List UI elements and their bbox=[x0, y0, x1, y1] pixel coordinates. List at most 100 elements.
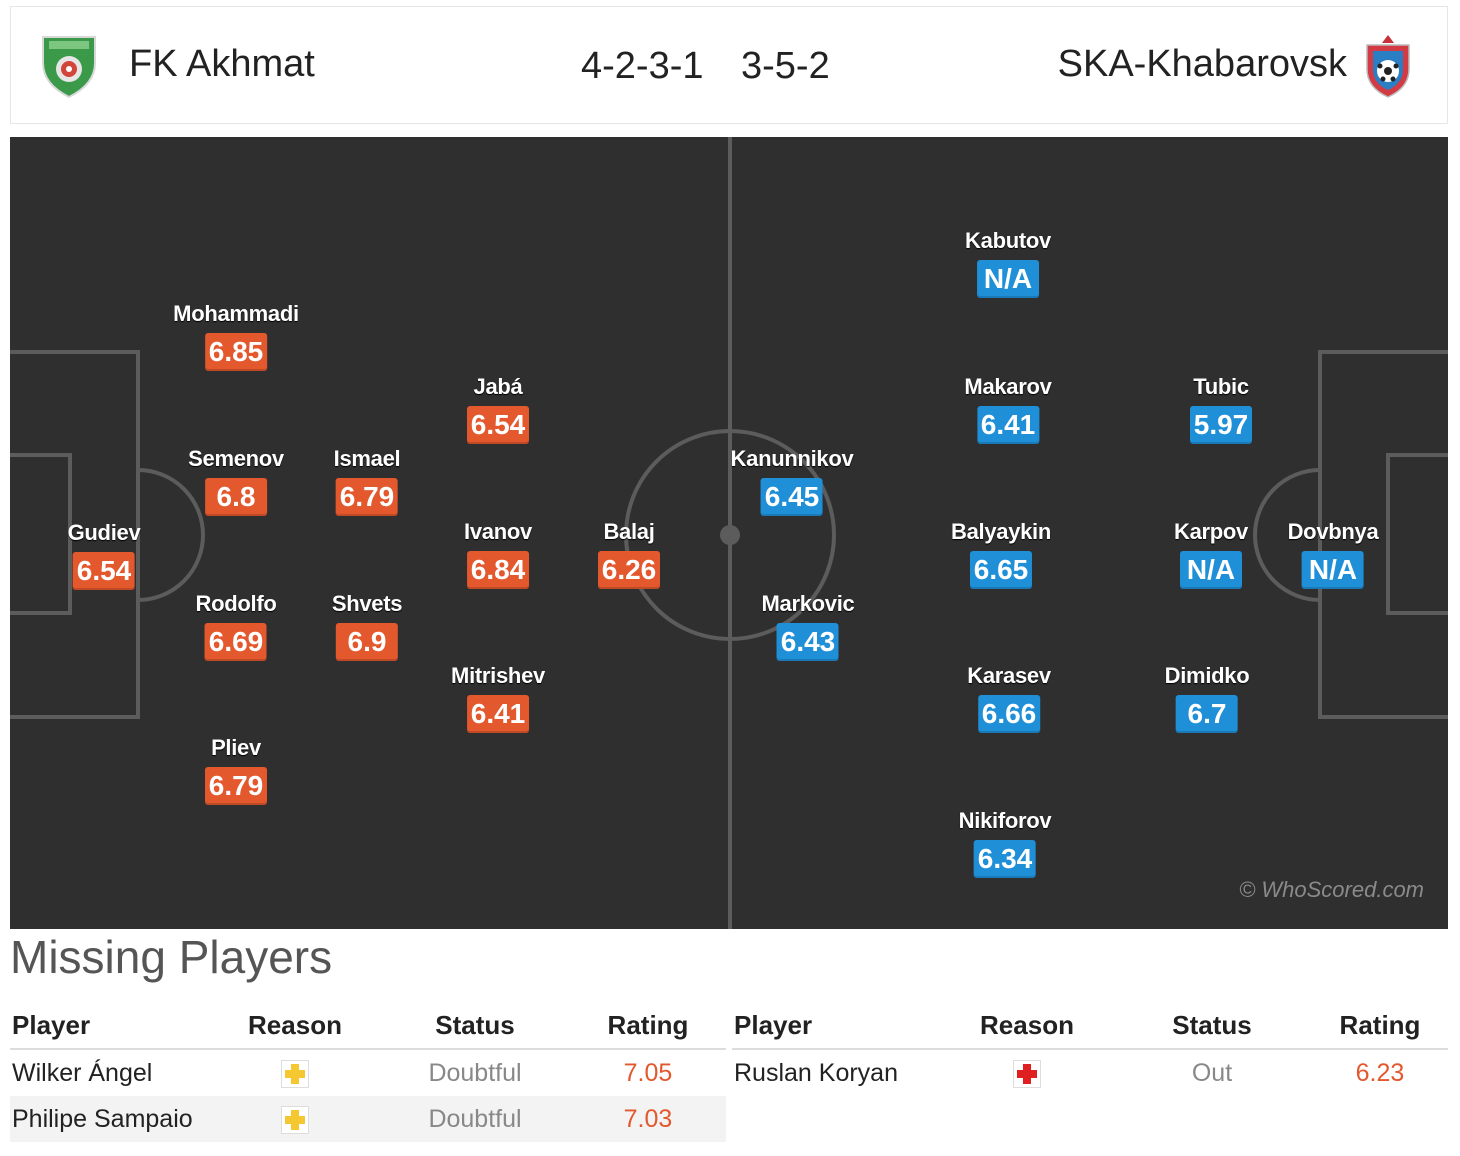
player-rating: 6.79 bbox=[205, 767, 267, 805]
missing-reason-cell bbox=[210, 1096, 380, 1142]
player-rating: 6.84 bbox=[467, 551, 529, 589]
home-missing-table: Player Reason Status Rating Wilker Ángel… bbox=[10, 1002, 726, 1142]
missing-status: Doubtful bbox=[428, 1058, 522, 1087]
table-row: Ruslan Koryan Out 6.23 bbox=[732, 1049, 1448, 1096]
player-name: Mohammadi bbox=[173, 301, 299, 326]
player-rating: 6.34 bbox=[974, 840, 1036, 878]
player-rating: 6.41 bbox=[466, 695, 529, 733]
player-name: Ivanov bbox=[464, 519, 532, 544]
table-row: Philipe Sampaio Doubtful 7.03 bbox=[10, 1096, 726, 1142]
injury-icon bbox=[1013, 1059, 1041, 1088]
player-rating: 6.54 bbox=[73, 552, 135, 590]
missing-rating: 7.05 bbox=[623, 1058, 673, 1087]
player-name: Balyaykin bbox=[950, 519, 1052, 544]
table-row: Wilker Ángel Doubtful 7.05 bbox=[10, 1049, 726, 1096]
lineup-pitch: Gudiev 6.54 Mohammadi 6.85 Semenov 6.8 R… bbox=[10, 137, 1448, 929]
player-ismael[interactable]: Ismael 6.79 bbox=[334, 446, 401, 516]
player-rating: 6.43 bbox=[776, 623, 839, 661]
home-team-name[interactable]: FK Akhmat bbox=[129, 43, 315, 85]
player-rating: 6.54 bbox=[467, 406, 529, 444]
player-rating: 6.69 bbox=[204, 623, 267, 661]
player-rating: 6.41 bbox=[976, 406, 1039, 444]
player-name: Kabutov bbox=[965, 228, 1051, 253]
player-name: Gudiev bbox=[67, 520, 141, 545]
player-rating: 5.97 bbox=[1190, 406, 1252, 444]
player-semenov[interactable]: Semenov 6.8 bbox=[188, 446, 284, 516]
player-rating: 6.7 bbox=[1176, 695, 1238, 733]
player-rating: N/A bbox=[977, 260, 1039, 298]
player-name: Semenov bbox=[188, 446, 284, 471]
player-dovbnya[interactable]: Dovbnya N/A bbox=[1288, 519, 1379, 589]
player-pliev[interactable]: Pliev 6.79 bbox=[205, 735, 267, 805]
player-rating: N/A bbox=[1180, 551, 1242, 589]
doubtful-icon bbox=[281, 1059, 309, 1088]
player-rating: 6.45 bbox=[761, 478, 823, 516]
player-rodolfo[interactable]: Rodolfo 6.69 bbox=[196, 591, 277, 661]
doubtful-icon bbox=[281, 1105, 309, 1134]
player-rating: N/A bbox=[1302, 551, 1364, 589]
away-team-name[interactable]: SKA-Khabarovsk bbox=[1057, 43, 1347, 85]
missing-player-name[interactable]: Philipe Sampaio bbox=[10, 1096, 210, 1142]
player-kabutov[interactable]: Kabutov N/A bbox=[965, 228, 1051, 298]
missing-players-title: Missing Players bbox=[10, 931, 333, 983]
player-name: Markovic bbox=[761, 591, 855, 616]
missing-rating: 7.03 bbox=[570, 1096, 726, 1142]
player-name: Balaj bbox=[603, 519, 655, 544]
player-rating: 6.85 bbox=[205, 333, 267, 371]
column-header-reason[interactable]: Reason bbox=[942, 1002, 1112, 1050]
column-header-reason[interactable]: Reason bbox=[210, 1002, 380, 1050]
column-header-status[interactable]: Status bbox=[1112, 1002, 1312, 1050]
player-gudiev[interactable]: Gudiev 6.54 bbox=[68, 520, 141, 590]
player-makarov[interactable]: Makarov 6.41 bbox=[964, 374, 1052, 444]
table-header-row: Player Reason Status Rating bbox=[732, 1002, 1448, 1050]
player-name: Ismael bbox=[333, 446, 401, 471]
column-header-rating[interactable]: Rating bbox=[1312, 1002, 1448, 1050]
player-dimidko[interactable]: Dimidko 6.7 bbox=[1165, 663, 1250, 733]
player-name: Rodolfo bbox=[195, 591, 277, 616]
player-tubic[interactable]: Tubic 5.97 bbox=[1190, 374, 1252, 444]
player-rating: 6.79 bbox=[335, 478, 398, 516]
missing-reason-cell bbox=[210, 1049, 380, 1096]
column-header-player[interactable]: Player bbox=[732, 1002, 942, 1050]
missing-rating: 6.23 bbox=[1355, 1058, 1405, 1087]
player-nikiforov[interactable]: Nikiforov 6.34 bbox=[959, 808, 1052, 878]
player-name: Jabá bbox=[473, 374, 523, 399]
column-header-status[interactable]: Status bbox=[380, 1002, 570, 1050]
player-name: Nikiforov bbox=[958, 808, 1052, 833]
player-shvets[interactable]: Shvets 6.9 bbox=[332, 591, 402, 661]
away-team-badge-icon[interactable] bbox=[1363, 33, 1413, 104]
player-name: Shvets bbox=[331, 591, 403, 616]
player-rating: 6.9 bbox=[335, 623, 398, 661]
player-name: Karpov bbox=[1174, 519, 1248, 544]
table-header-row: Player Reason Status Rating bbox=[10, 1002, 726, 1050]
match-header: FK Akhmat 4-2-3-1 3-5-2 SKA-Khabarovsk bbox=[10, 6, 1448, 124]
player-ivanov[interactable]: Ivanov 6.84 bbox=[464, 519, 532, 589]
whoscored-watermark: © WhoScored.com bbox=[1239, 877, 1424, 902]
home-team-badge-icon[interactable] bbox=[39, 33, 99, 104]
player-mitrishev[interactable]: Mitrishev 6.41 bbox=[451, 663, 545, 733]
player-name: Karasev bbox=[967, 663, 1051, 688]
pitch-markings bbox=[10, 137, 1448, 929]
player-kanunnikov[interactable]: Kanunnikov 6.45 bbox=[731, 446, 854, 516]
player-balaj[interactable]: Balaj 6.26 bbox=[598, 519, 660, 589]
player-name: Mitrishev bbox=[451, 663, 545, 688]
missing-status: Doubtful bbox=[380, 1096, 570, 1142]
player-karpov[interactable]: Karpov N/A bbox=[1174, 519, 1248, 589]
player-name: Dovbnya bbox=[1287, 519, 1379, 544]
player-mohammadi[interactable]: Mohammadi 6.85 bbox=[173, 301, 299, 371]
missing-player-name[interactable]: Ruslan Koryan bbox=[734, 1058, 898, 1087]
player-balyaykin[interactable]: Balyaykin 6.65 bbox=[951, 519, 1051, 589]
missing-player-name[interactable]: Wilker Ángel bbox=[12, 1058, 153, 1087]
player-name: Makarov bbox=[964, 374, 1052, 399]
column-header-player[interactable]: Player bbox=[10, 1002, 210, 1050]
home-formation: 4-2-3-1 bbox=[581, 45, 704, 87]
column-header-rating[interactable]: Rating bbox=[570, 1002, 726, 1050]
player-jaba[interactable]: Jabá 6.54 bbox=[467, 374, 529, 444]
away-missing-table: Player Reason Status Rating Ruslan Korya… bbox=[732, 1002, 1448, 1096]
player-name: Kanunnikov bbox=[730, 446, 854, 471]
player-rating: 6.66 bbox=[978, 695, 1040, 733]
player-markovic[interactable]: Markovic 6.43 bbox=[762, 591, 855, 661]
player-rating: 6.26 bbox=[598, 551, 660, 589]
missing-reason-cell bbox=[942, 1049, 1112, 1096]
player-karasev[interactable]: Karasev 6.66 bbox=[967, 663, 1051, 733]
